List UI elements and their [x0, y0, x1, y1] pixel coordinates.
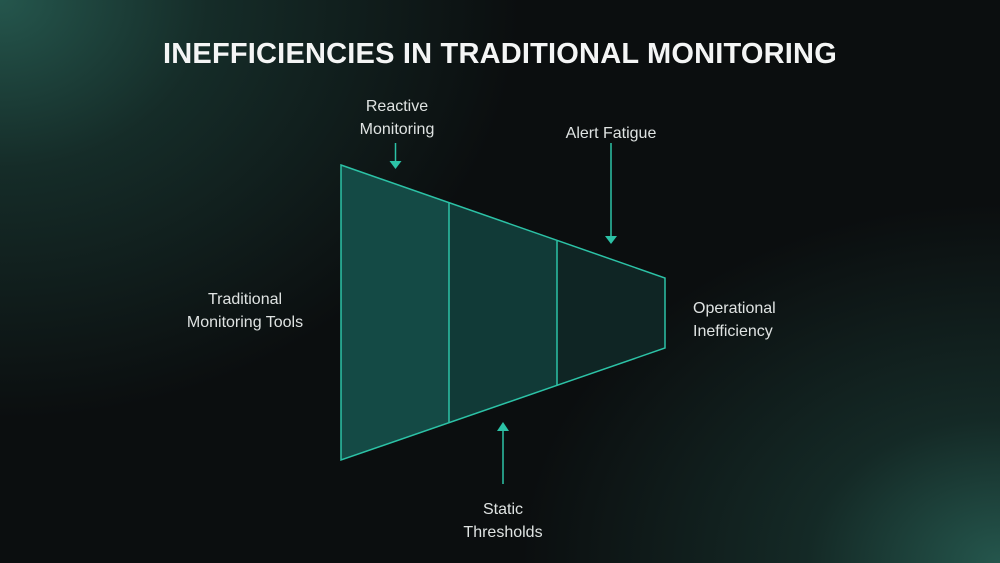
arrow-down-icon-reactive [389, 143, 402, 169]
label-line: Thresholds [463, 524, 543, 541]
funnel-segment-1 [341, 165, 449, 460]
label-reactive-monitoring: Reactive Monitoring [345, 95, 449, 141]
label-alert-fatigue: Alert Fatigue [556, 122, 666, 145]
funnel-segment-3 [557, 241, 665, 385]
arrow-up-icon-static-thresholds [497, 422, 509, 484]
label-line: Monitoring Tools [186, 314, 304, 331]
label-line: Monitoring [359, 121, 435, 138]
page-title: INEFFICIENCIES IN TRADITIONAL MONITORING [163, 38, 837, 70]
label-line: Static [482, 501, 523, 518]
label-line: Operational [693, 300, 776, 317]
arrow-down-icon-alert-fatigue [605, 143, 617, 244]
label-line: Traditional [207, 291, 283, 308]
label-static-thresholds: Static Thresholds [451, 498, 555, 544]
funnel-segment-2 [449, 203, 557, 422]
label-line: Reactive [365, 98, 429, 115]
label-line: Inefficiency [693, 323, 773, 340]
label-line: Alert Fatigue [565, 125, 657, 142]
label-operational-inefficiency: Operational Inefficiency [693, 297, 776, 343]
funnel-outline [340, 163, 666, 462]
label-traditional-monitoring-tools: Traditional Monitoring Tools [170, 288, 320, 334]
